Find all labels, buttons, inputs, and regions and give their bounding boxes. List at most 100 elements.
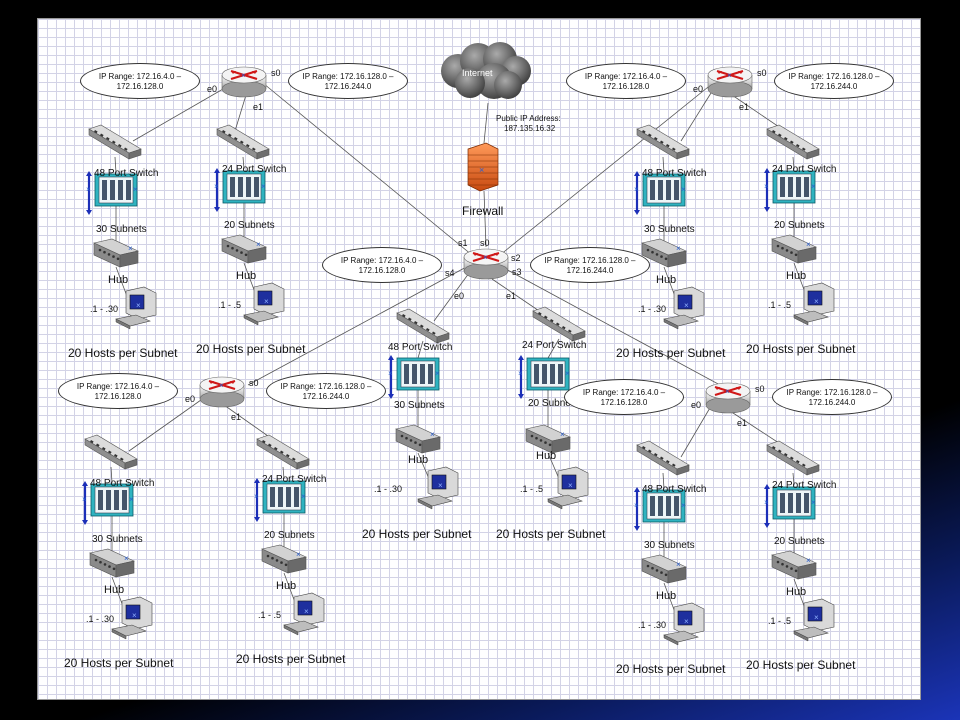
top-right-pc-right-icon[interactable]: × [793, 282, 835, 326]
core-hub-right-icon[interactable]: × [525, 424, 571, 454]
top-right-48-port-switch-icon[interactable] [636, 124, 690, 160]
top-left-pc-left-icon[interactable]: × [115, 286, 157, 330]
bottom-left-24-port-switch-icon[interactable] [256, 434, 310, 470]
top-right-hub-left-icon[interactable]: × [641, 238, 687, 268]
svg-text:×: × [676, 560, 681, 569]
core-48-port-switch-icon[interactable] [396, 308, 450, 344]
svg-text:×: × [128, 244, 133, 253]
bottom-right-host-range-right: .1 - .5 [768, 616, 792, 626]
top-left-24-port-switch-icon[interactable] [216, 124, 270, 160]
core-panel-left-icon[interactable]: ×× [388, 355, 440, 399]
bottom-right-hub-left-icon[interactable]: × [641, 554, 687, 584]
top-left-pc-right-icon[interactable]: × [243, 282, 285, 326]
bottom-right-24-port-switch-icon[interactable] [766, 440, 820, 476]
top-left-hub-left-icon[interactable]: × [93, 238, 139, 268]
svg-text:×: × [814, 613, 819, 622]
bottom-right-router-icon[interactable]: × [705, 382, 751, 414]
top-right-host-range-left: .1 - .30 [638, 304, 667, 314]
top-right-24-port-switch-icon[interactable] [766, 124, 820, 160]
top-left-router-icon[interactable]: × [221, 66, 267, 98]
bottom-left-host-range-right: .1 - .5 [258, 610, 282, 620]
top-right-48-port-label: 48 Port Switch [642, 168, 707, 179]
core-48-port-label: 48 Port Switch [388, 342, 453, 353]
bottom-right-hub-right-icon[interactable]: × [771, 550, 817, 580]
bottom-left-48-port-switch-icon[interactable] [84, 434, 138, 470]
svg-text:×: × [676, 244, 681, 253]
bottom-left-48-port-label: 48 Port Switch [90, 478, 155, 489]
core-s3-label: s3 [512, 267, 522, 277]
bottom-right-48-port-switch-icon[interactable] [636, 440, 690, 476]
bottom-right-pc-left-icon[interactable]: × [663, 602, 705, 646]
core-host-range-left: .1 - .30 [374, 484, 403, 494]
svg-text:×: × [806, 556, 811, 565]
top-right-hub-left-label: Hub [656, 274, 677, 286]
core-24-port-switch-icon[interactable] [532, 306, 586, 342]
bottom-left-pc-left-icon[interactable]: × [111, 596, 153, 640]
svg-text:×: × [435, 369, 440, 378]
core-hub-left-label: Hub [408, 454, 429, 466]
svg-text:×: × [261, 182, 266, 191]
top-right-panel-right-icon[interactable]: ×× [764, 168, 816, 212]
bottom-left-link-right [223, 404, 276, 442]
bottom-right-pc-right-icon[interactable]: × [793, 598, 835, 642]
top-right-24-port-label: 24 Port Switch [772, 164, 837, 175]
bottom-right-30-subnets-label: 30 Subnets [644, 540, 695, 551]
top-left-hub-right-label: Hub [236, 270, 257, 282]
bottom-right-panel-left-icon[interactable]: ×× [634, 487, 686, 531]
top-right-router-icon[interactable]: × [707, 66, 753, 98]
link-line [662, 156, 665, 174]
bottom-right-range-a-ellipse: IP Range: 172.16.4.0 – 172.16.128.0 [564, 379, 684, 415]
core-panel-right-icon[interactable]: ×× [518, 355, 570, 399]
top-right-range-b-ellipse: IP Range: 172.16.128.0 – 172.16.244.0 [774, 63, 894, 99]
top-left-e1-label: e1 [253, 102, 264, 112]
bottom-left-hub-right-icon[interactable]: × [261, 544, 307, 574]
bottom-left-20-subnets-label: 20 Subnets [264, 530, 315, 541]
svg-text:×: × [388, 369, 393, 378]
core-hub-left-icon[interactable]: × [395, 424, 441, 454]
svg-text:×: × [438, 481, 443, 490]
core-pc-left-icon[interactable]: × [417, 466, 459, 510]
svg-text:×: × [684, 617, 689, 626]
svg-text:×: × [304, 607, 309, 616]
svg-text:×: × [256, 240, 261, 249]
core-20-subnets-label: 20 Subnets [528, 398, 579, 409]
core-router-icon[interactable]: × [463, 248, 509, 280]
top-right-panel-left-icon[interactable]: ×× [634, 171, 686, 215]
top-left-panel-right-icon[interactable]: ×× [214, 168, 266, 212]
top-left-hub-right-icon[interactable]: × [221, 234, 267, 264]
bottom-left-panel-left-icon[interactable]: ×× [82, 481, 134, 525]
bottom-left-range-a-ellipse: IP Range: 172.16.4.0 – 172.16.128.0 [58, 373, 178, 409]
link-line [114, 156, 117, 174]
link-line [662, 472, 665, 490]
bottom-right-panel-right-icon[interactable]: ×× [764, 484, 816, 528]
svg-text:×: × [82, 495, 87, 504]
top-left-panel-left-icon[interactable]: ×× [86, 171, 138, 215]
bottom-left-router-icon[interactable]: × [199, 376, 245, 408]
link-line [110, 466, 113, 484]
core-s4-label: s4 [445, 268, 455, 278]
top-right-pc-left-icon[interactable]: × [663, 286, 705, 330]
svg-text:×: × [241, 71, 246, 80]
top-right-hub-right-icon[interactable]: × [771, 234, 817, 264]
core-range-b-ellipse: IP Range: 172.16.128.0 – 172.16.244.0 [530, 247, 650, 283]
bottom-left-panel-right-icon[interactable]: ×× [254, 478, 306, 522]
firewall-icon[interactable]: × [467, 142, 499, 192]
bottom-right-range-b-ellipse: IP Range: 172.16.128.0 – 172.16.244.0 [772, 379, 892, 415]
top-left-48-port-switch-icon[interactable] [88, 124, 142, 160]
core-range-a-ellipse: IP Range: 172.16.4.0 – 172.16.128.0 [322, 247, 442, 283]
bottom-left-hub-left-icon[interactable]: × [89, 548, 135, 578]
bottom-right-hub-left-label: Hub [656, 590, 677, 602]
core-e1-label: e1 [506, 291, 517, 301]
network-svg: Internet××××××××××××××××××××××××××××××××… [82, 42, 835, 646]
bottom-left-hosts-right-label: 20 Hosts per Subnet [236, 652, 346, 666]
svg-text:×: × [254, 492, 259, 501]
core-pc-right-icon[interactable]: × [547, 466, 589, 510]
top-right-30-subnets-label: 30 Subnets [644, 224, 695, 235]
core-s0-label: s0 [480, 238, 490, 248]
top-left-link-right [234, 94, 247, 132]
top-right-hosts-left-label: 20 Hosts per Subnet [616, 346, 726, 360]
svg-text:×: × [214, 182, 219, 191]
bottom-right-e1-label: e1 [737, 418, 748, 428]
svg-text:×: × [479, 165, 484, 175]
bottom-left-pc-right-icon[interactable]: × [283, 592, 325, 636]
